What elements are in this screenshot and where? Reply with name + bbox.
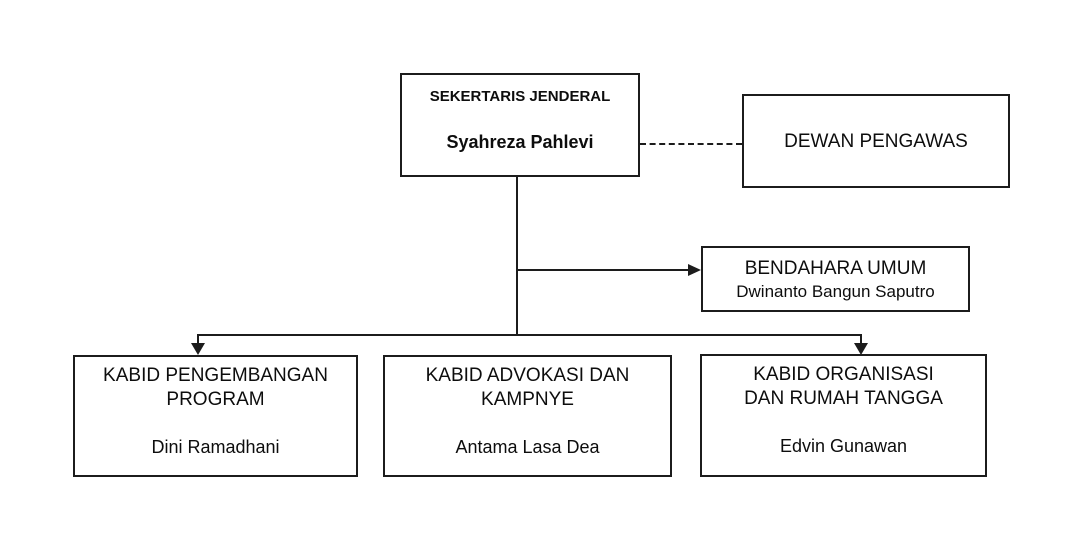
connector-drop-left	[197, 334, 199, 344]
node-kabid-advokasi-kampanye: KABID ADVOKASI DAN KAMPNYE Antama Lasa D…	[383, 355, 672, 477]
node-person-name: Syahreza Pahlevi	[446, 132, 594, 152]
arrowhead-right-icon	[688, 264, 701, 276]
node-role-line-2: DAN RUMAH TANGGA	[744, 388, 943, 409]
node-role-line-2: KAMPNYE	[481, 389, 574, 410]
arrowhead-down-right-icon	[854, 343, 868, 355]
node-role: BENDAHARA UMUM	[744, 257, 927, 279]
node-role: DEWAN PENGAWAS	[784, 130, 968, 152]
node-role: SEKERTARIS JENDERAL	[429, 88, 611, 105]
node-kabid-pengembangan-program: KABID PENGEMBANGAN PROGRAM Dini Ramadhan…	[73, 355, 358, 477]
node-role-line-1: KABID ORGANISASI	[753, 364, 934, 385]
node-person-name: Dwinanto Bangun Saputro	[736, 281, 935, 301]
node-sekertaris-jenderal: SEKERTARIS JENDERAL Syahreza Pahlevi	[400, 73, 640, 177]
connector-distribution-horizontal	[197, 334, 862, 336]
connector-trunk-vertical	[516, 177, 518, 336]
node-person-name: Edvin Gunawan	[779, 436, 908, 456]
arrowhead-down-left-icon	[191, 343, 205, 355]
node-role-line-1: KABID ADVOKASI DAN	[425, 365, 630, 386]
node-role: KABID ORGANISASI DAN RUMAH TANGGA	[702, 363, 985, 411]
node-bendahara-umum: BENDAHARA UMUM Dwinanto Bangun Saputro	[701, 246, 970, 312]
connector-dashed-sekjen-dewan	[640, 143, 742, 145]
node-person-name: Dini Ramadhani	[151, 437, 280, 457]
node-role-line-1: KABID PENGEMBANGAN	[103, 365, 328, 386]
node-dewan-pengawas: DEWAN PENGAWAS	[742, 94, 1010, 188]
node-role: KABID ADVOKASI DAN KAMPNYE	[385, 364, 670, 412]
node-role-line-2: PROGRAM	[166, 389, 265, 410]
connector-to-bendahara	[517, 269, 689, 271]
connector-drop-right	[860, 334, 862, 344]
node-role: KABID PENGEMBANGAN PROGRAM	[75, 364, 356, 412]
node-kabid-organisasi-rumah-tangga: KABID ORGANISASI DAN RUMAH TANGGA Edvin …	[700, 354, 987, 477]
node-person-name: Antama Lasa Dea	[455, 437, 600, 457]
